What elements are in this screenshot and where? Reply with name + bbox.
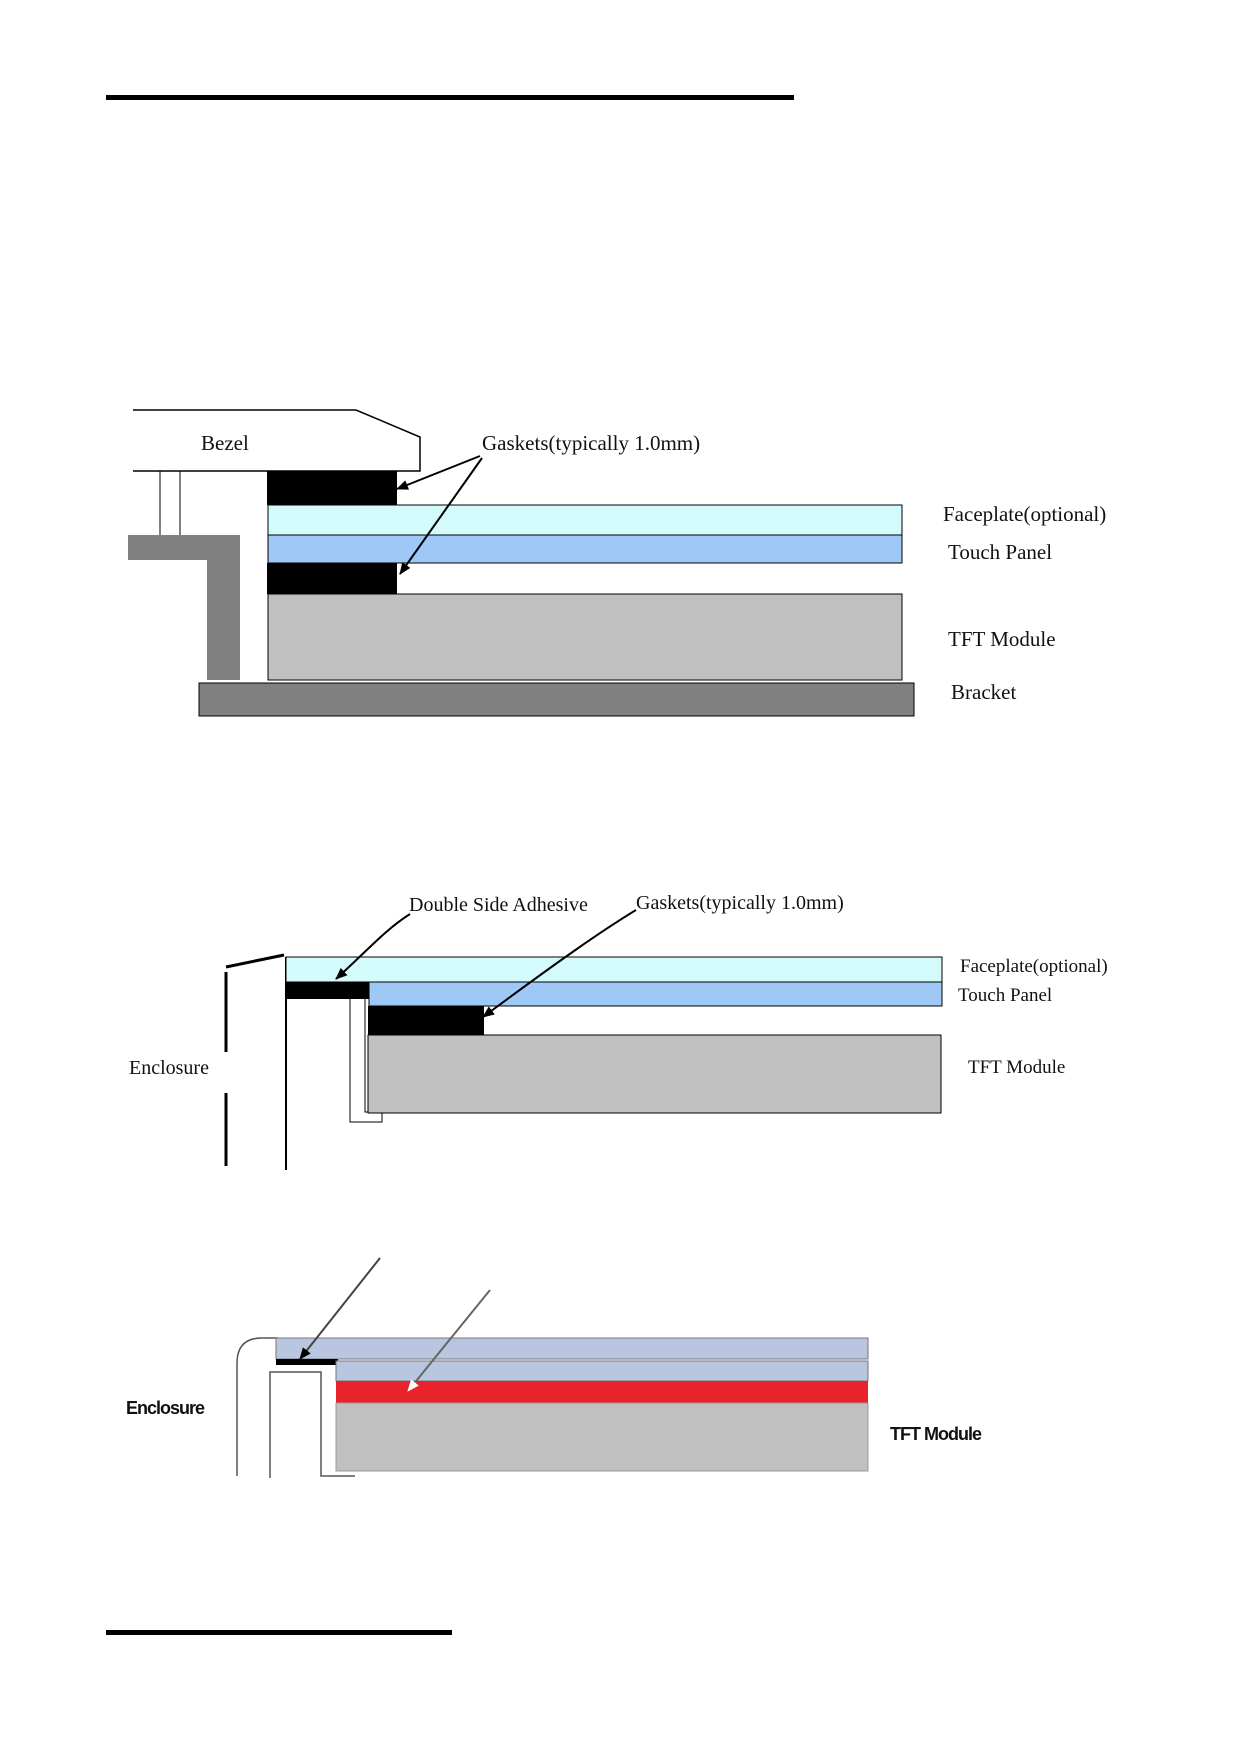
faceplate-label: Faceplate(optional) bbox=[943, 502, 1106, 526]
enclosure-wall bbox=[236, 1337, 278, 1476]
faceplate-label: Faceplate(optional) bbox=[960, 956, 1108, 977]
cover-glass bbox=[275, 1337, 869, 1360]
enclosure-label: Enclosure bbox=[126, 1398, 205, 1418]
adhesive-label: Double Side Adhesive bbox=[409, 894, 588, 916]
bezel-label: Bezel bbox=[201, 431, 249, 455]
touch-panel-label: Touch Panel bbox=[948, 540, 1052, 564]
gasket-top bbox=[267, 471, 397, 505]
enclosure-inner-wall bbox=[269, 1371, 355, 1478]
tft-module bbox=[335, 1402, 869, 1472]
touch-panel bbox=[368, 981, 943, 1007]
tft-module-label: TFT Module bbox=[890, 1424, 982, 1444]
faceplate bbox=[267, 504, 903, 536]
diagram-bezel-mount: Bezel Gaskets(typically 1.0mm) Faceplate… bbox=[128, 409, 1106, 717]
gasket-arrow-top bbox=[396, 455, 481, 490]
tft-module-label: TFT Module bbox=[968, 1057, 1065, 1078]
gasket-arrow bbox=[407, 1289, 491, 1392]
red-gasket bbox=[336, 1381, 868, 1403]
touch-panel bbox=[267, 534, 903, 564]
gasket-bottom bbox=[267, 563, 397, 594]
gasket bbox=[368, 1006, 484, 1035]
adhesive bbox=[286, 982, 369, 999]
module-frame bbox=[349, 997, 383, 1123]
tft-module bbox=[367, 1034, 942, 1114]
bracket-label: Bracket bbox=[951, 680, 1016, 704]
touch-panel bbox=[335, 1360, 869, 1382]
adhesive bbox=[276, 1359, 338, 1365]
footer-rule bbox=[106, 1630, 452, 1635]
gasket-arrow-bottom bbox=[399, 457, 483, 575]
diagram-adhesive-mount: Double Side Adhesive Gaskets(typically 1… bbox=[129, 892, 1108, 1170]
header-rule bbox=[106, 95, 794, 100]
enclosure-label: Enclosure bbox=[129, 1057, 209, 1079]
tft-module bbox=[267, 593, 903, 681]
side-bracket bbox=[128, 535, 240, 680]
enclosure-lip bbox=[225, 953, 285, 969]
gasket-arrow bbox=[482, 909, 637, 1018]
gaskets-label: Gaskets(typically 1.0mm) bbox=[482, 431, 700, 455]
tft-module-label: TFT Module bbox=[948, 627, 1056, 651]
diagram-enclosure-mount: Enclosure TFT Module bbox=[126, 1257, 983, 1478]
adhesive-arrow bbox=[299, 1257, 381, 1360]
faceplate bbox=[285, 956, 943, 983]
bezel bbox=[133, 409, 421, 472]
bracket bbox=[198, 682, 915, 717]
touch-panel-label: Touch Panel bbox=[958, 985, 1052, 1006]
gaskets-label: Gaskets(typically 1.0mm) bbox=[636, 892, 844, 914]
adhesive-arrow bbox=[335, 913, 411, 980]
